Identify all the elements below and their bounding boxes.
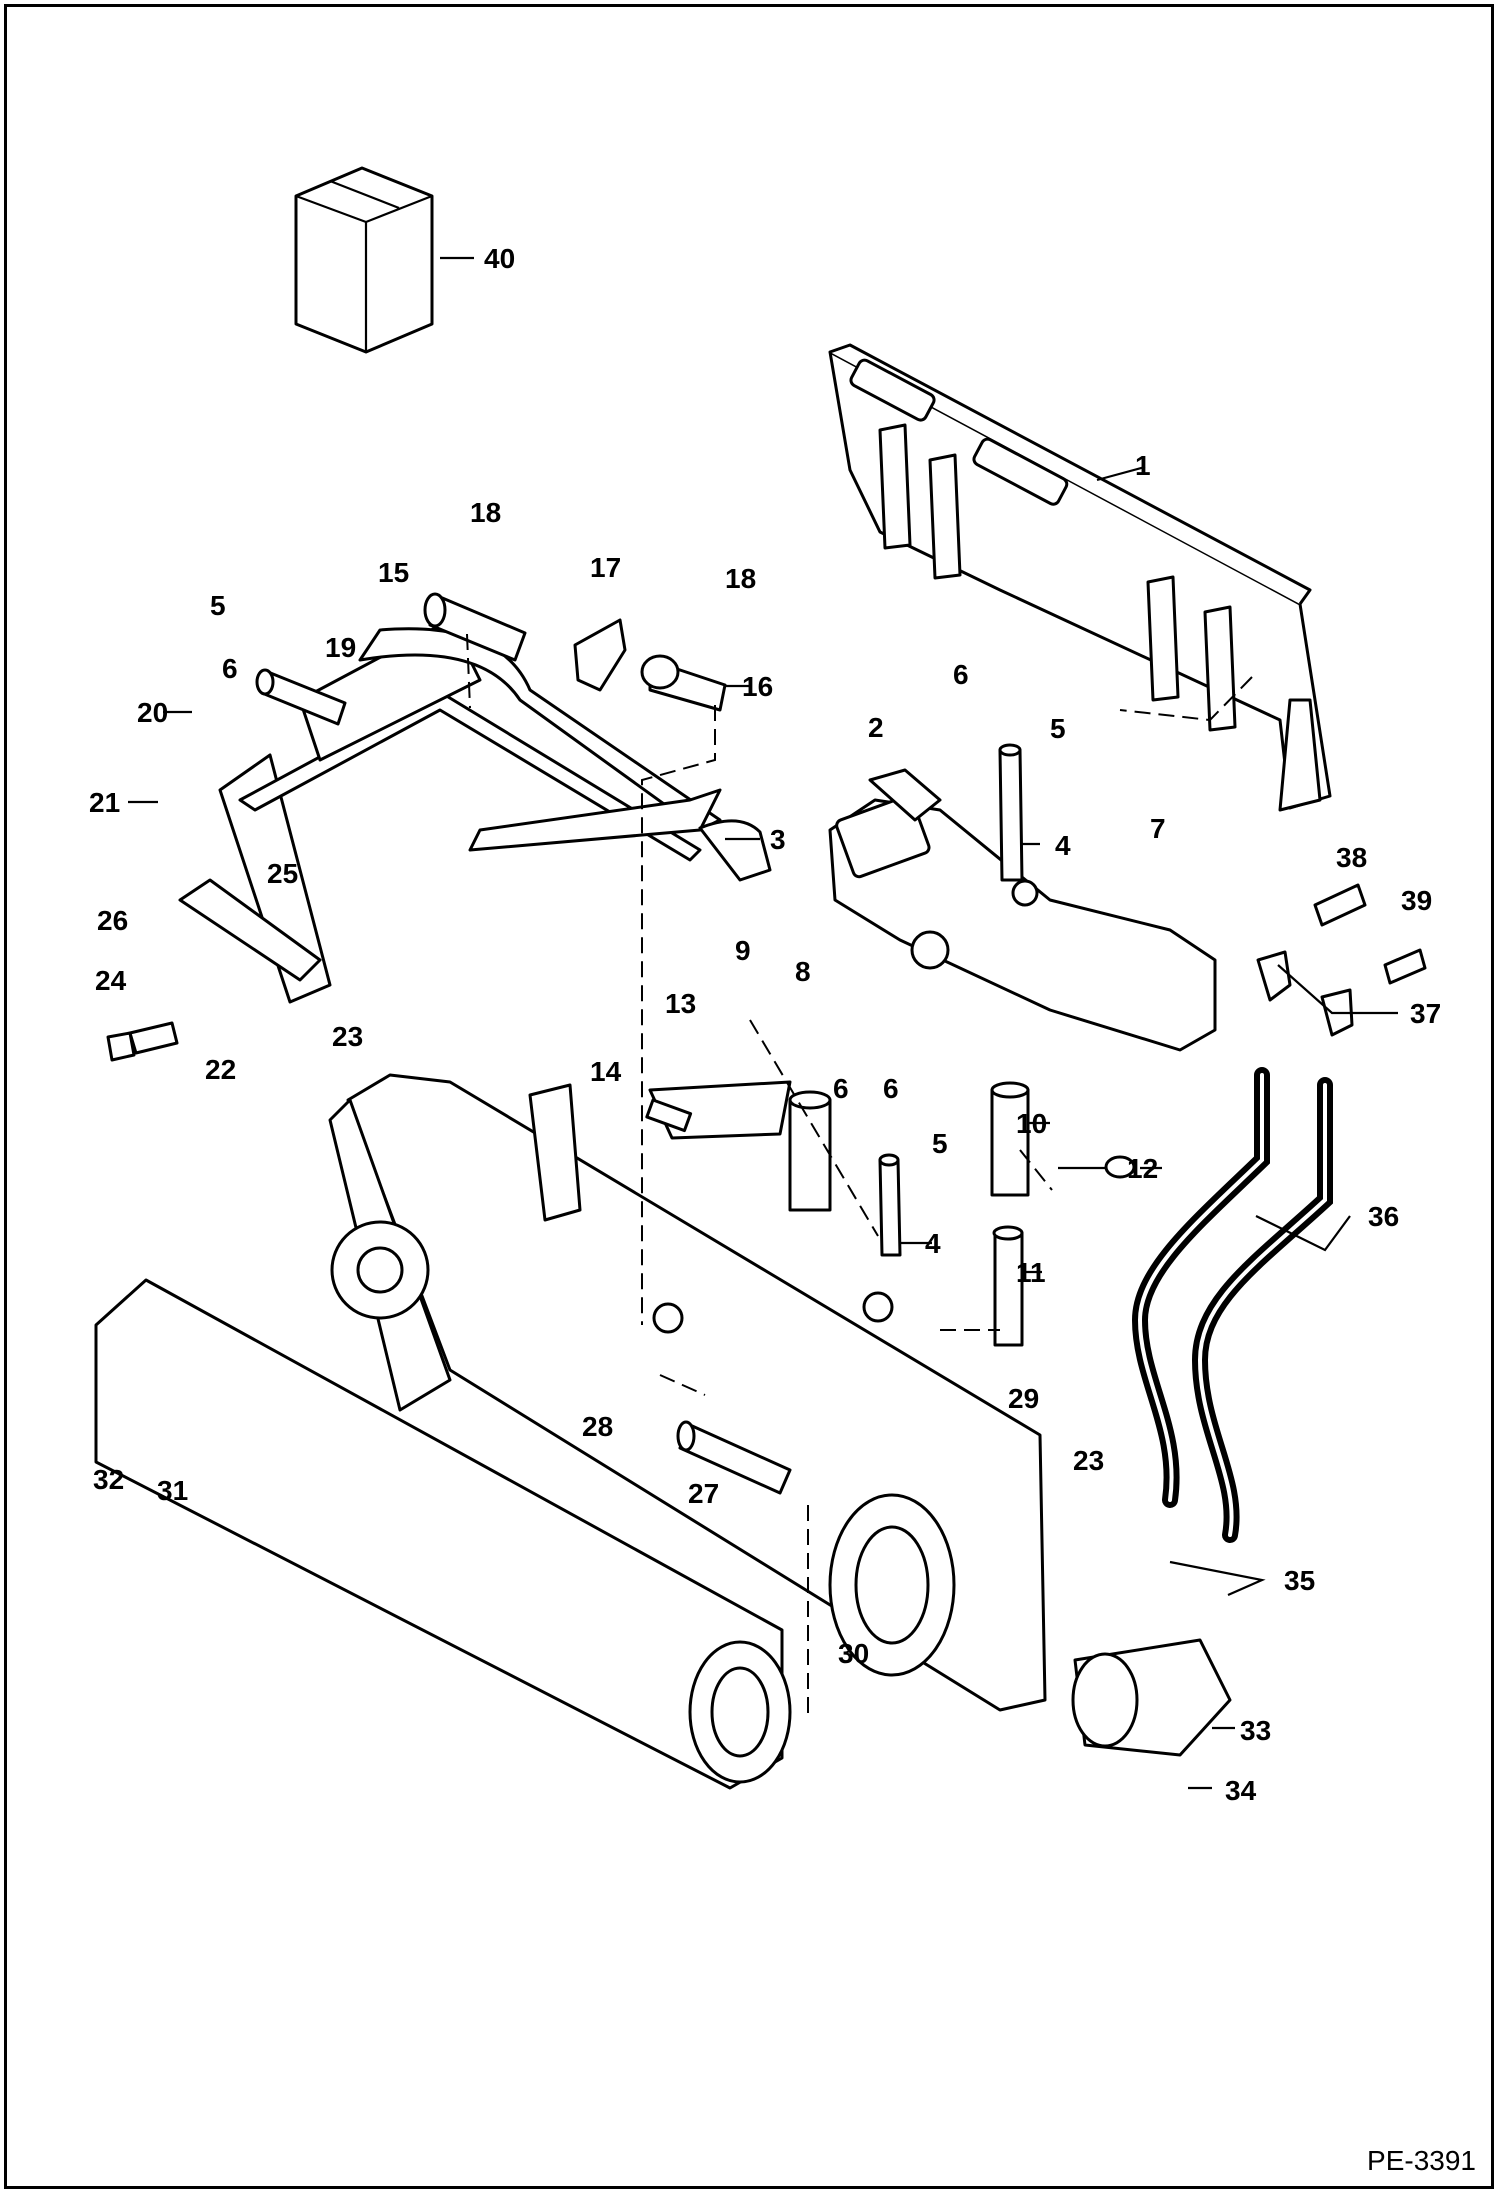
callout-23b: 23 bbox=[1073, 1445, 1104, 1476]
part-14-decal bbox=[645, 1098, 693, 1133]
part-38-coupler bbox=[1313, 883, 1367, 927]
callout-19: 19 bbox=[325, 632, 356, 663]
callout-5b: 5 bbox=[1050, 713, 1066, 744]
callout-5c: 5 bbox=[932, 1128, 948, 1159]
callout-6d: 6 bbox=[833, 1073, 849, 1104]
callout-34: 34 bbox=[1225, 1775, 1257, 1806]
leader-lines bbox=[128, 256, 1398, 1790]
part-24-bolt bbox=[106, 1021, 179, 1062]
callout-3: 3 bbox=[770, 824, 786, 855]
callout-22: 22 bbox=[205, 1054, 236, 1085]
assembly-guides bbox=[466, 633, 1253, 1715]
part-11-tube bbox=[992, 1225, 1024, 1347]
callout-17: 17 bbox=[590, 552, 621, 583]
part-17-wing-nut bbox=[573, 618, 627, 692]
part-40-kit-box bbox=[294, 166, 434, 354]
callout-11: 11 bbox=[1016, 1257, 1046, 1288]
part-27-shaft bbox=[676, 1420, 792, 1495]
callout-18b: 18 bbox=[725, 563, 756, 594]
callout-40: 40 bbox=[484, 243, 515, 274]
part-39-coupler bbox=[1383, 948, 1427, 985]
callout-30: 30 bbox=[838, 1638, 869, 1669]
callout-18a: 18 bbox=[470, 497, 501, 528]
callout-38: 38 bbox=[1336, 842, 1367, 873]
callout-8: 8 bbox=[795, 956, 811, 987]
callouts: 1 2 3 4 4 5 5 5 6 6 6 6 7 8 9 10 11 12 1… bbox=[89, 243, 1441, 1806]
part-4-pin-upper bbox=[998, 743, 1024, 882]
callout-39: 39 bbox=[1401, 885, 1432, 916]
callout-25: 25 bbox=[267, 858, 298, 889]
part-16-bushing bbox=[640, 654, 727, 712]
part-2-carriage bbox=[828, 768, 1217, 1052]
callout-10: 10 bbox=[1016, 1108, 1047, 1139]
callout-29: 29 bbox=[1008, 1383, 1039, 1414]
callout-27: 27 bbox=[688, 1478, 719, 1509]
callout-4a: 4 bbox=[1055, 830, 1071, 861]
callout-12: 12 bbox=[1127, 1153, 1158, 1184]
callout-2: 2 bbox=[868, 712, 884, 743]
callout-24: 24 bbox=[95, 965, 127, 996]
callout-6c: 6 bbox=[883, 1073, 899, 1104]
part-10-tube bbox=[990, 1081, 1030, 1197]
callout-21: 21 bbox=[89, 787, 120, 818]
callout-28: 28 bbox=[582, 1411, 613, 1442]
callout-31: 31 bbox=[157, 1475, 188, 1506]
part-30-bearing-plate bbox=[828, 1493, 956, 1677]
part-31-drum bbox=[94, 1278, 792, 1790]
callout-4b: 4 bbox=[925, 1228, 941, 1259]
callout-26: 26 bbox=[97, 905, 128, 936]
callout-9: 9 bbox=[735, 935, 751, 966]
part-19-pin bbox=[255, 668, 347, 726]
callout-15: 15 bbox=[378, 557, 409, 588]
part-15-sleeve bbox=[423, 592, 527, 662]
callout-35: 35 bbox=[1284, 1565, 1315, 1596]
part-33-motor bbox=[1071, 1638, 1232, 1757]
callout-16: 16 bbox=[742, 671, 773, 702]
callout-14: 14 bbox=[590, 1056, 622, 1087]
part-12-pin bbox=[1058, 1155, 1136, 1179]
callout-36: 36 bbox=[1368, 1201, 1399, 1232]
callout-6b: 6 bbox=[953, 659, 969, 690]
callout-1: 1 bbox=[1135, 450, 1151, 481]
callout-7: 7 bbox=[1150, 813, 1166, 844]
part-4-pin-lower bbox=[878, 1153, 902, 1257]
part-37-elbow-fittings bbox=[1256, 950, 1354, 1037]
callout-23a: 23 bbox=[332, 1021, 363, 1052]
callout-20: 20 bbox=[137, 697, 168, 728]
figure-reference: PE-3391 bbox=[1367, 2145, 1476, 2176]
callout-6a: 6 bbox=[222, 653, 238, 684]
part-36-hoses bbox=[1131, 1067, 1333, 1543]
callout-13: 13 bbox=[665, 988, 696, 1019]
callout-5a: 5 bbox=[210, 590, 226, 621]
part-1-mounting-plate bbox=[828, 343, 1332, 812]
callout-32: 32 bbox=[93, 1464, 124, 1495]
callout-37: 37 bbox=[1410, 998, 1441, 1029]
part-8-sleeve bbox=[788, 1090, 832, 1212]
callout-33: 33 bbox=[1240, 1715, 1271, 1746]
